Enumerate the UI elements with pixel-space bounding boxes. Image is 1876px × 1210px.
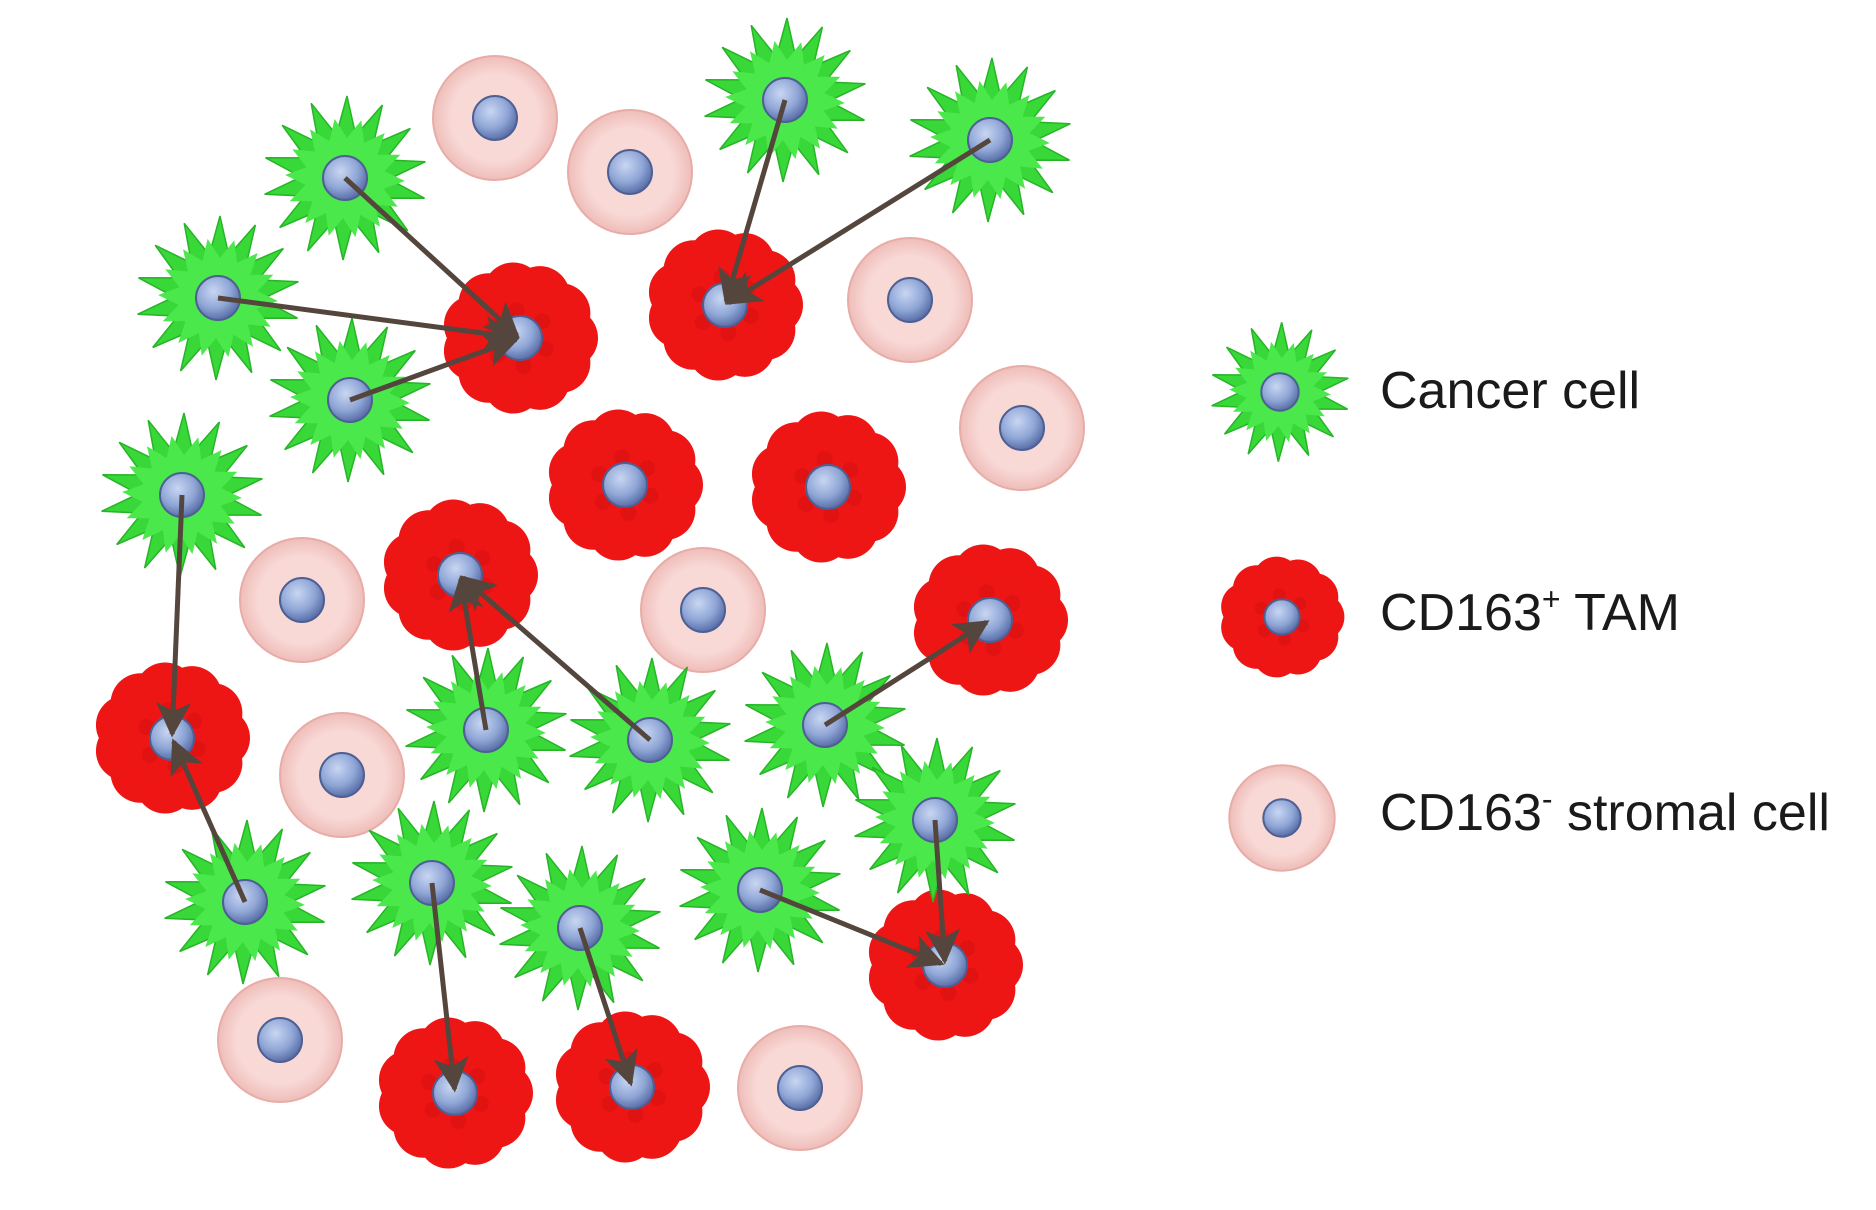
stromal-cell (217, 977, 343, 1103)
interaction-arrow (343, 176, 520, 338)
tam-cell (383, 499, 538, 651)
interaction-arrow (725, 137, 992, 306)
tam-cell (868, 889, 1023, 1041)
tam-cell (648, 229, 803, 381)
stromal-cells (217, 55, 1085, 1151)
stromal-cell (239, 537, 365, 663)
stromal-cell (959, 365, 1085, 491)
interaction-arrow (577, 927, 638, 1087)
interaction-arrow (429, 882, 469, 1093)
stromal-cell (847, 237, 973, 363)
tam-cells (95, 229, 1068, 1169)
tam-cell (913, 544, 1068, 696)
stromal-cell (640, 547, 766, 673)
interaction-arrow (155, 494, 191, 738)
interaction-arrow (349, 333, 520, 403)
interaction-arrow (718, 99, 788, 305)
legend-stromal-label: CD163- stromal cell (1380, 781, 1830, 842)
legend: Cancer cell CD163+ TAM CD163- stromal ce… (1211, 322, 1830, 872)
tam-cell (378, 1017, 533, 1169)
legend-cancer-cell-icon (1211, 322, 1349, 462)
interaction-arrow (217, 295, 520, 351)
interaction-arrow (460, 575, 652, 742)
tam-cell (555, 1011, 710, 1163)
stromal-cell (432, 55, 558, 181)
interaction-arrow (170, 738, 248, 904)
tam-cell (548, 409, 703, 561)
stromal-cell (567, 109, 693, 235)
tam-cell (751, 411, 906, 563)
interaction-arrow (823, 620, 990, 728)
stromal-cell (737, 1025, 863, 1151)
legend-cancer-label: Cancer cell (1380, 362, 1640, 420)
interaction-arrow (759, 887, 945, 968)
stromal-cell (1228, 764, 1336, 872)
tam-cell (443, 262, 598, 414)
interaction-arrows (155, 99, 992, 1093)
legend-tam-label: CD163+ TAM (1380, 581, 1680, 642)
legend-stromal-cell-icon (1228, 764, 1336, 872)
legend-tam-icon (1221, 556, 1345, 678)
tam-cell (1221, 556, 1345, 678)
stromal-cell (279, 712, 405, 838)
interaction-arrow (925, 819, 961, 965)
cancer-cell (1211, 322, 1349, 462)
